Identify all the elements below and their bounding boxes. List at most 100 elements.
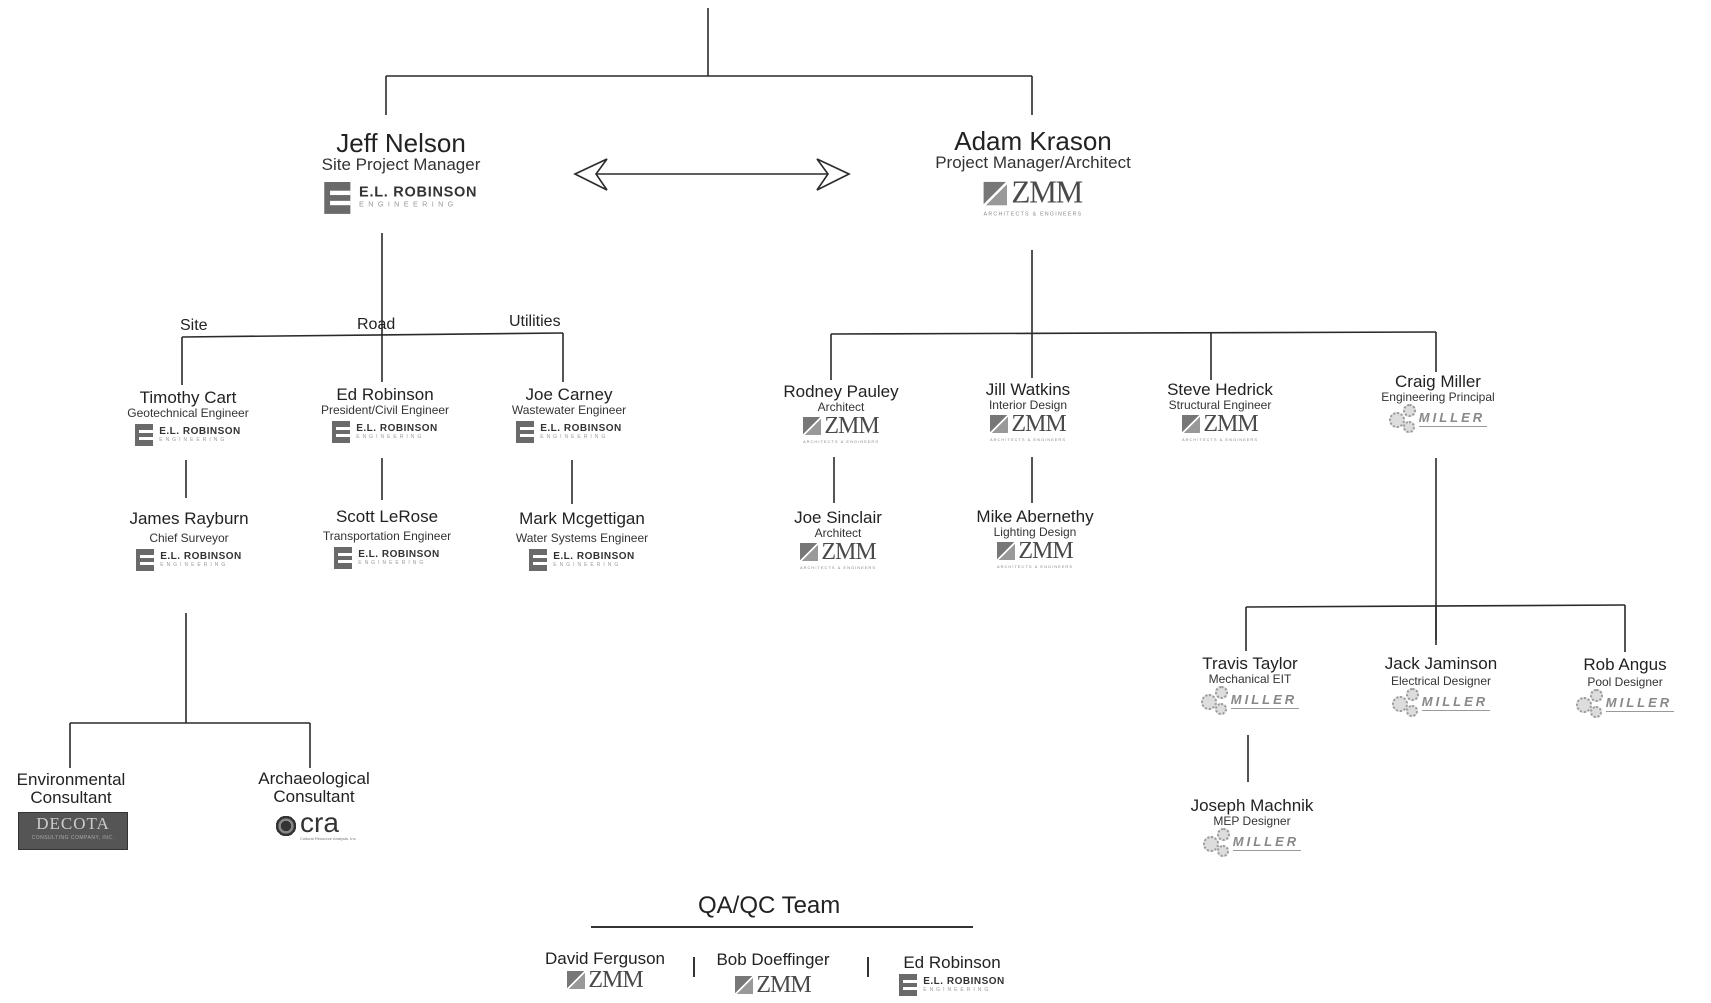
node-adam-krason: Adam Krason Project Manager/Architect ZM… — [913, 126, 1153, 217]
decota-logo-text: DECOTA — [36, 814, 110, 833]
travis-taylor-title: Mechanical EIT — [1208, 672, 1292, 686]
el-robinson-logo-text: E.L. ROBINSON — [160, 551, 242, 562]
branch-label-utilities: Utilities — [509, 313, 561, 330]
timothy-cart-title: Geotechnical Engineer — [127, 406, 249, 420]
zmm-logo: ZMM ARCHITECTS & ENGINEERS — [1182, 411, 1259, 442]
cra-logo: cra Cultural Resource Analysts, Inc. — [275, 807, 357, 841]
zmm-logo-text: ZMM — [821, 539, 876, 565]
travis-taylor-name: Travis Taylor — [1202, 654, 1298, 673]
branch-label-site: Site — [180, 317, 208, 334]
el-robinson-logo-sub: ENGINEERING — [356, 434, 425, 440]
ed-robinson-title: President/Civil Engineer — [320, 403, 450, 417]
node-rob-angus: Rob Angus Pool Designer MILLER — [1520, 656, 1711, 722]
el-robinson-logo-sub: ENGINEERING — [160, 562, 229, 568]
joe-carney-title: Wastewater Engineer — [511, 403, 627, 417]
jeff-nelson-title: Site Project Manager — [321, 155, 481, 174]
rodney-pauley-title: Architect — [817, 400, 865, 414]
zmm-mark-icon — [567, 971, 586, 989]
james-rayburn-name: James Rayburn — [129, 509, 249, 528]
el-robinson-mark-icon — [529, 549, 548, 571]
mark-mcgettigan-title: Water Systems Engineer — [515, 531, 649, 545]
timothy-cart-name: Timothy Cart — [139, 388, 237, 407]
el-robinson-logo-text: E.L. ROBINSON — [359, 184, 478, 201]
el-robinson-logo: E.L. ROBINSON ENGINEERING — [324, 182, 477, 214]
zmm-mark-icon — [984, 181, 1008, 206]
node-ed-robinson: Ed Robinson President/Civil Engineer E.L… — [282, 386, 488, 448]
steve-hedrick-title: Structural Engineer — [1168, 398, 1272, 412]
zmm-logo-sub: ARCHITECTS & ENGINEERS — [996, 564, 1073, 569]
el-robinson-logo-text: E.L. ROBINSON — [356, 423, 438, 434]
zmm-logo: ZMM ARCHITECTS & ENGINEERS — [802, 413, 880, 444]
el-robinson-logo-sub: ENGINEERING — [553, 562, 622, 568]
qa-member-1: David Ferguson ZMM — [520, 950, 690, 994]
gears-icon — [1575, 689, 1606, 718]
zmm-logo-sub: ARCHITECTS & ENGINEERS — [983, 210, 1083, 218]
node-joe-carney: Joe Carney Wastewater Engineer E.L. ROBI… — [466, 386, 672, 448]
zmm-mark-icon — [990, 415, 1009, 433]
scott-lerose-name: Scott LeRose — [335, 507, 439, 526]
rodney-pauley-name: Rodney Pauley — [783, 382, 899, 401]
el-robinson-mark-icon — [516, 421, 535, 443]
cra-logo-sub: Cultural Resource Analysts, Inc. — [300, 836, 357, 841]
adam-krason-name: Adam Krason — [954, 126, 1112, 156]
zmm-logo-sub: ARCHITECTS & ENGINEERS — [802, 439, 879, 444]
node-environmental-consultant: Environmental Consultant — [0, 771, 142, 807]
node-mike-abernethy: Mike Abernethy Lighting Design ZMM ARCHI… — [930, 508, 1140, 570]
node-timothy-cart: Timothy Cart Geotechnical Engineer E.L. … — [85, 389, 291, 451]
qa-member-3-name: Ed Robinson — [903, 953, 1001, 972]
zmm-logo-text: ZMM — [824, 413, 879, 439]
el-robinson-logo-text: E.L. ROBINSON — [358, 549, 440, 560]
el-robinson-logo-text: E.L. ROBINSON — [540, 423, 622, 434]
node-scott-lerose: Scott LeRose Transportation Engineer E.L… — [282, 508, 492, 574]
qa-member-2: Bob Doeffinger ZMM — [688, 951, 858, 999]
el-robinson-mark-icon — [332, 421, 351, 443]
gears-icon — [1202, 828, 1233, 857]
zmm-logo-text: ZMM — [1011, 411, 1066, 437]
zmm-logo: ZMM ARCHITECTS & ENGINEERS — [799, 539, 877, 570]
el-robinson-logo-text: E.L. ROBINSON — [553, 551, 635, 562]
node-jill-watkins: Jill Watkins Interior Design ZMM ARCHITE… — [923, 380, 1133, 443]
zmm-logo: ZMM ARCHITECTS & ENGINEERS — [996, 539, 1074, 569]
zmm-logo-text: ZMM — [756, 972, 811, 998]
rob-angus-title: Pool Designer — [1587, 675, 1663, 689]
miller-logo: MILLER — [1388, 404, 1488, 433]
archaeological-consultant-label-line1: Archaeological — [258, 769, 370, 788]
cra-logo-text: cra — [300, 807, 339, 838]
zmm-logo-text: ZMM — [1011, 176, 1083, 211]
el-robinson-mark-icon — [136, 549, 155, 571]
miller-logo: MILLER — [1575, 689, 1675, 718]
el-robinson-logo-sub: ENGINEERING — [159, 437, 228, 443]
scott-lerose-title: Transportation Engineer — [322, 529, 452, 543]
zmm-logo: ZMM ARCHITECTS & ENGINEERS — [990, 411, 1067, 442]
el-robinson-logo-sub: ENGINEERING — [359, 200, 458, 210]
gears-icon — [1391, 688, 1422, 717]
el-robinson-logo-sub: ENGINEERING — [540, 434, 609, 440]
node-mark-mcgettigan: Mark Mcgettigan Water Systems Engineer E… — [477, 510, 687, 576]
el-robinson-logo-sub: ENGINEERING — [923, 987, 992, 993]
node-rodney-pauley: Rodney Pauley Architect ZMM ARCHITECTS &… — [736, 382, 946, 445]
rob-angus-name: Rob Angus — [1583, 655, 1667, 674]
craig-miller-title: Engineering Principal — [1381, 390, 1495, 404]
zmm-mark-icon — [997, 542, 1016, 560]
node-steve-hedrick: Steve Hedrick Structural Engineer ZMM AR… — [1115, 381, 1325, 443]
miller-logo: MILLER — [1200, 686, 1300, 715]
qa-member-2-name: Bob Doeffinger — [716, 950, 830, 969]
zmm-mark-icon — [800, 543, 819, 561]
branch-label-road: Road — [357, 316, 396, 333]
joe-carney-name: Joe Carney — [525, 385, 613, 404]
node-archaeological-consultant: Archaeological Consultant — [243, 770, 385, 806]
zmm-mark-icon — [735, 976, 754, 994]
jill-watkins-name: Jill Watkins — [985, 380, 1071, 399]
node-james-rayburn: James Rayburn Chief Surveyor E.L. ROBINS… — [84, 510, 294, 576]
jill-watkins-title: Interior Design — [988, 398, 1068, 412]
zmm-logo-text: ZMM — [1203, 411, 1258, 437]
zmm-logo-sub: ARCHITECTS & ENGINEERS — [799, 565, 876, 570]
decota-logo-sub: CONSULTING COMPANY, INC. — [31, 835, 115, 841]
